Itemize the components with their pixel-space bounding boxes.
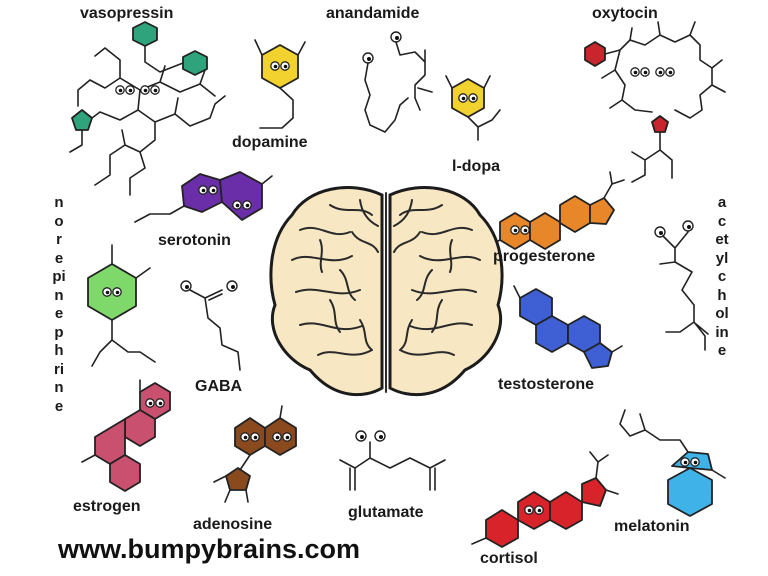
brain-illustration bbox=[269, 186, 504, 397]
label-adenosine: adenosine bbox=[193, 516, 273, 533]
anandamide-molecule bbox=[362, 31, 433, 133]
progesterone-molecule bbox=[487, 171, 625, 250]
label-glutamate: glutamate bbox=[348, 504, 424, 521]
label-oxytocin: oxytocin bbox=[592, 5, 658, 22]
cortisol-molecule bbox=[471, 451, 619, 548]
acetylcholine-molecule bbox=[654, 220, 709, 351]
label-gaba: GABA bbox=[195, 378, 243, 395]
label-estrogen: estrogen bbox=[73, 498, 141, 515]
norepinephrine-molecule bbox=[87, 244, 156, 367]
label-anandamide: anandamide bbox=[326, 5, 420, 22]
label-norepinephrine: norepinephrine bbox=[52, 194, 66, 415]
testosterone-molecule bbox=[513, 285, 623, 369]
vasopressin-molecule bbox=[69, 21, 226, 196]
label-dopamine: dopamine bbox=[232, 134, 308, 151]
serotonin-molecule bbox=[134, 171, 273, 223]
label-ldopa: l-dopa bbox=[452, 158, 500, 175]
ldopa-molecule bbox=[445, 75, 501, 141]
footer-url: www.bumpybrains.com bbox=[58, 534, 361, 564]
gaba-molecule bbox=[180, 280, 241, 371]
label-melatonin: melatonin bbox=[614, 518, 690, 535]
adenosine-molecule bbox=[213, 405, 297, 503]
label-serotonin: serotonin bbox=[158, 232, 231, 249]
label-acetylcholine: acetylcholine bbox=[715, 194, 729, 359]
dopamine-molecule bbox=[254, 39, 306, 129]
glutamate-molecule bbox=[339, 430, 446, 491]
label-cortisol: cortisol bbox=[480, 550, 538, 567]
melatonin-molecule bbox=[619, 409, 726, 517]
label-vasopressin: vasopressin bbox=[80, 5, 174, 22]
oxytocin-molecule bbox=[584, 21, 726, 183]
estrogen-molecule bbox=[81, 379, 171, 492]
label-testosterone: testosterone bbox=[498, 376, 595, 393]
label-progesterone: progesterone bbox=[493, 248, 596, 265]
